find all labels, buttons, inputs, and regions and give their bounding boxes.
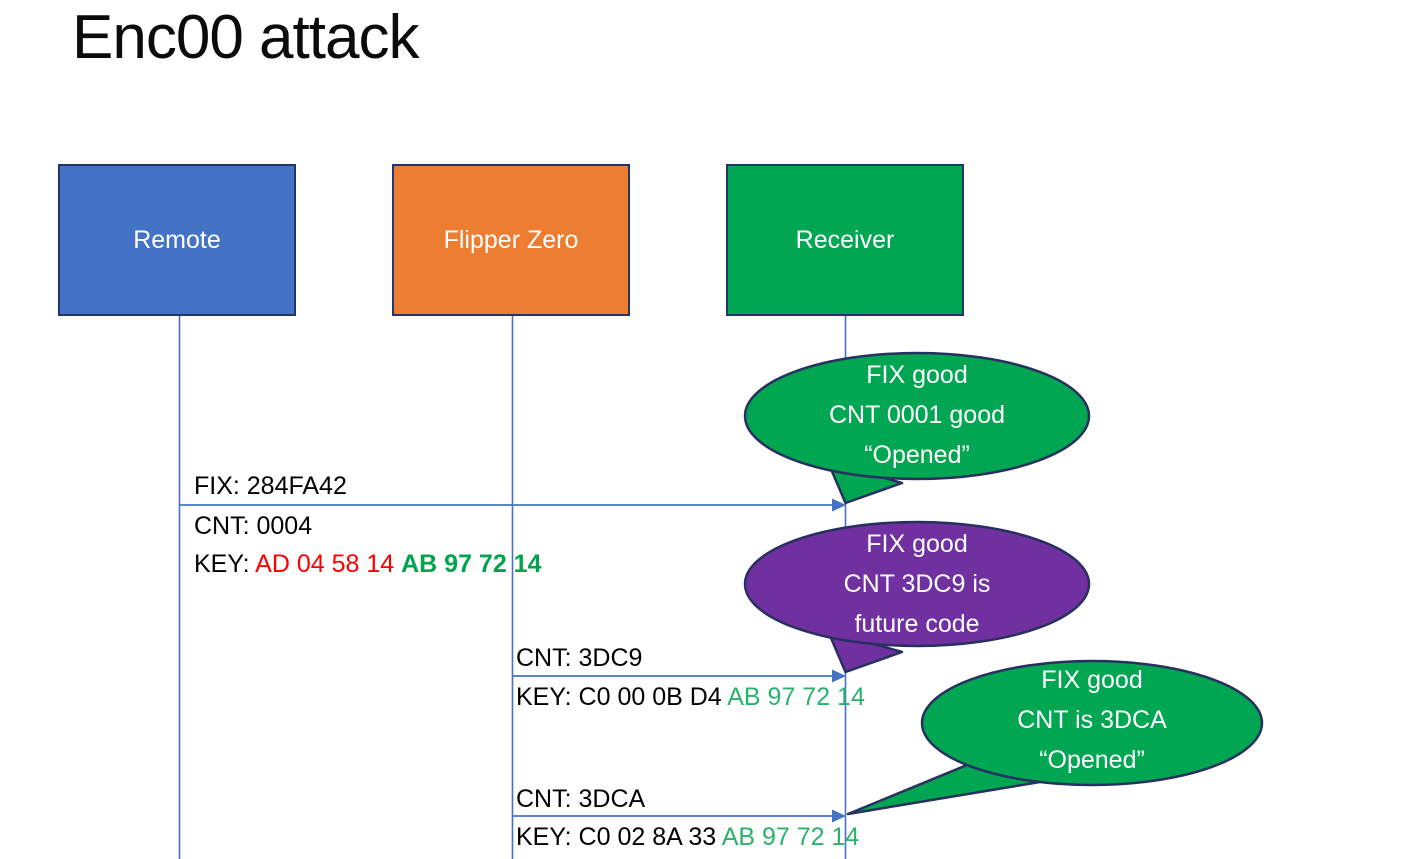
callout-3-line-3: “Opened” [1039, 746, 1145, 774]
message-3-key-prefix: KEY: C0 02 8A 33 [516, 823, 722, 851]
message-2-cnt: CNT: 3DC9 [516, 644, 643, 672]
callout-2-text: FIX good CNT 3DC9 is future code [767, 524, 1067, 644]
callout-3-line-2: CNT is 3DCA [1017, 706, 1167, 734]
message-2-key: KEY: C0 00 0B D4 AB 97 72 14 [516, 682, 865, 712]
callout-3-text: FIX good CNT is 3DCA “Opened” [942, 660, 1242, 780]
message-arrow-1-head [832, 498, 846, 512]
message-3-cnt: CNT: 3DCA [516, 785, 646, 813]
message-1-fix: FIX: 284FA42 [194, 472, 347, 500]
actor-label-remote: Remote [133, 225, 221, 254]
callout-1-text: FIX good CNT 0001 good “Opened” [767, 355, 1067, 475]
callout-1-line-1: FIX good [866, 361, 968, 389]
message-1-key-green-bytes: AB 97 72 14 [401, 550, 542, 578]
message-2-key-green-bytes: AB 97 72 14 [727, 683, 865, 711]
callout-1-line-2: CNT 0001 good [828, 401, 1006, 429]
actor-box-remote: Remote [58, 164, 296, 316]
message-3-key-green-bytes: AB 97 72 14 [721, 823, 860, 851]
callout-2-line-2: CNT 3DC9 is [843, 570, 991, 598]
message-1-key-prefix: KEY: [194, 550, 256, 578]
callout-2-line-1: FIX good [866, 530, 968, 558]
actor-label-receiver: Receiver [795, 225, 895, 254]
callout-1-bubble [743, 351, 1091, 481]
actor-label-flipper-zero: Flipper Zero [443, 225, 579, 254]
callout-3-bubble [920, 659, 1264, 787]
message-arrow-2-head [832, 669, 846, 683]
message-2-key-prefix: KEY: C0 00 0B D4 [516, 683, 728, 711]
callout-2-bubble [743, 520, 1091, 648]
callout-1-line-3: “Opened” [864, 441, 970, 469]
callout-2-line-3: future code [854, 610, 980, 638]
actor-box-flipper-zero: Flipper Zero [392, 164, 630, 316]
message-1-key: KEY: AD 04 58 14 AB 97 72 14 [194, 549, 541, 579]
message-1-cnt: CNT: 0004 [194, 512, 313, 540]
message-3-key: KEY: C0 02 8A 33 AB 97 72 14 [516, 822, 859, 852]
message-arrow-3-head [832, 809, 846, 823]
callout-3-line-1: FIX good [1041, 666, 1143, 694]
message-1-key-red-bytes: AD 04 58 14 [255, 550, 402, 578]
slide-title: Enc00 attack [72, 3, 419, 72]
actor-box-receiver: Receiver [726, 164, 964, 316]
